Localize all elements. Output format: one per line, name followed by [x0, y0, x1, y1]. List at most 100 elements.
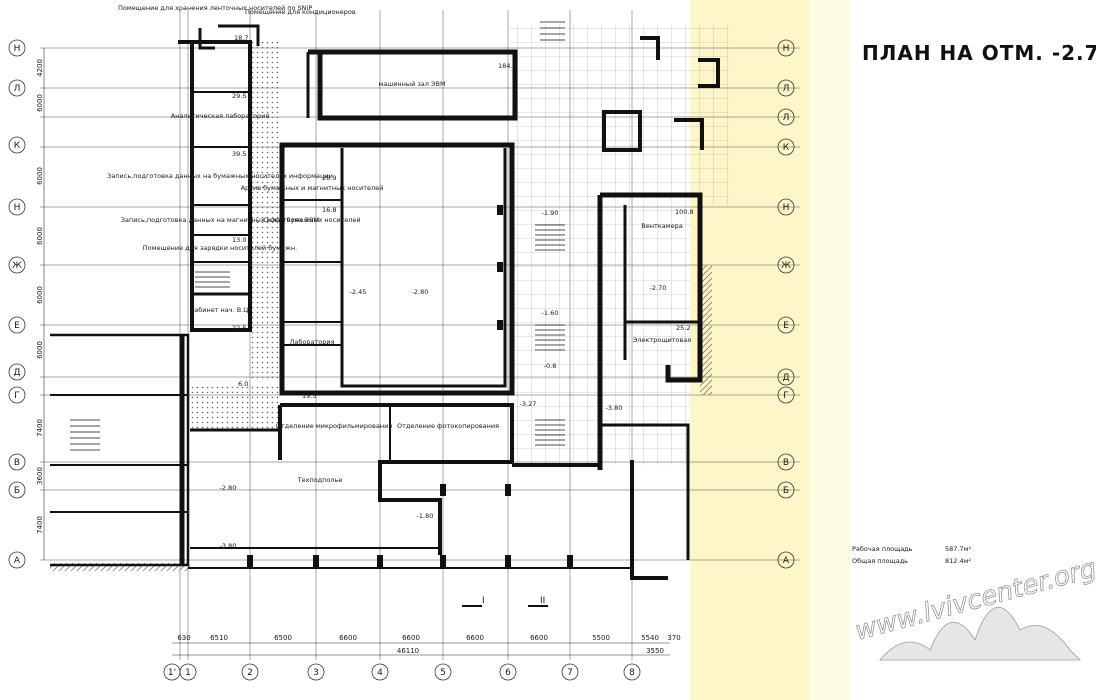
room-magnetic: Запись,подготовка данных на магнитных но…: [121, 216, 319, 224]
level-corr: -2.80: [220, 484, 237, 492]
col-label: 2: [247, 668, 253, 678]
row-label: В: [783, 458, 789, 468]
area-mark: 100.8: [675, 208, 694, 216]
room-data-prep: Запись,подготовка данных на бумажных нос…: [107, 172, 333, 180]
level-s2: -0.8: [544, 362, 557, 370]
row-label: К: [14, 141, 21, 151]
area-totals: Рабочая площадь 587.7м² Общая площадь 81…: [852, 545, 972, 565]
row-label: А: [783, 556, 790, 566]
row-label: Н: [783, 44, 790, 54]
room-labels: машинный зал ЭВМ Аналитическая лаборатор…: [107, 80, 691, 484]
row-axis-left: Н Л К Н Ж Е Д Г В Б А: [8, 39, 26, 569]
row-label: Б: [783, 486, 789, 496]
row-label: Л: [14, 84, 21, 94]
room-microfilm: Отделение микрофильмирования: [276, 422, 393, 430]
top-note-left: Помещение для хранения ленточных носител…: [118, 4, 312, 12]
row-label: Л: [783, 84, 790, 94]
paper-tint-2: [810, 0, 850, 700]
level-marks: -2.80 -2.45 -2.70 -2.80 -1.80 -3.80 -1.9…: [220, 209, 667, 550]
work-area-value: 587.7м²: [945, 545, 972, 553]
level-s4: -3.27: [520, 400, 537, 408]
col-dim: 6600: [339, 634, 357, 642]
area-mark: 18.7: [234, 34, 248, 42]
col-dim: 6500: [274, 634, 292, 642]
dotted-corridor: [250, 40, 280, 380]
total-area-value: 812.4м²: [945, 557, 972, 565]
dotted-lobby: [190, 385, 280, 430]
top-note-right: Помещение для кондиционеров: [245, 8, 356, 16]
dimension-chain: 630 6510 6500 6600 6600 6600 6600 5500 5…: [172, 634, 681, 656]
watermark: www.lvivcenter.org: [852, 553, 1096, 661]
col-dim: 6600: [402, 634, 420, 642]
walls: [50, 21, 720, 580]
total-dim-right: 3550: [646, 647, 664, 655]
section-label: II: [540, 596, 545, 606]
plan-title: ПЛАН НА ОТМ. -2.70: [862, 41, 1096, 65]
col-axis: 1' 1 2 3 4 5 6 7 8: [163, 663, 641, 681]
row-dim: 3600: [36, 467, 44, 485]
col-label: 5: [440, 668, 446, 678]
area-mark: 184.0: [498, 62, 517, 70]
row-label: Г: [783, 391, 789, 401]
level-vent: -2.70: [650, 284, 667, 292]
total-area-label: Общая площадь: [852, 557, 908, 565]
level-s3: -1.60: [542, 309, 559, 317]
row-label: В: [14, 458, 20, 468]
row-label: Н: [783, 203, 790, 213]
col-label: 1: [185, 668, 191, 678]
row-dimensions: 4200 6000 6000 6000 6000 6000 7400 3600 …: [36, 48, 45, 560]
room-storage-mag: Архив бумажных и магнитных носителей: [241, 184, 384, 192]
row-label: Е: [783, 321, 789, 331]
area-mark: 13.0: [232, 236, 246, 244]
level-ramp: -1.80: [417, 512, 434, 520]
col-label: 4: [377, 668, 383, 678]
row-axis-right: Н Л Л К Н Ж Е Д Г В Б А: [777, 39, 795, 569]
col-dim: 6600: [530, 634, 548, 642]
level-low: -3.80: [220, 542, 237, 550]
row-dim: 6000: [36, 286, 44, 304]
col-dim: 5540: [641, 634, 659, 642]
area-mark: 25.2: [676, 324, 690, 332]
earth-fill-2: [50, 563, 190, 571]
row-label: Н: [14, 203, 21, 213]
room-ventilation: Венткамера: [641, 222, 682, 230]
area-mark: 39.5: [232, 150, 246, 158]
row-label: Ж: [12, 261, 22, 271]
row-dim: 6000: [36, 167, 44, 185]
room-office: Кабинет нач. В.Ц.: [190, 306, 251, 314]
col-label: 6: [505, 668, 511, 678]
room-archive: Помещение для зарядки носителей бумажн.: [143, 244, 297, 252]
row-dim: 4200: [36, 59, 44, 77]
row-dim: 6000: [36, 341, 44, 359]
col-dim: 6600: [466, 634, 484, 642]
area-marks: 184.0 18.7 29.5 39.5 28.9 16.8 13.0 22.5…: [232, 34, 694, 400]
section-label: I: [482, 596, 485, 606]
room-storage: Склад бумажных носителей: [263, 216, 360, 224]
room-evm-hall: машинный зал ЭВМ: [378, 80, 445, 88]
row-label: А: [14, 556, 21, 566]
row-label: Е: [14, 321, 20, 331]
watermark-skyline-icon: [879, 607, 1081, 661]
columns: [247, 205, 573, 567]
room-photocopy: Отделение фотокопирования: [397, 422, 499, 430]
col-dim: 5500: [592, 634, 610, 642]
row-dim: 6000: [36, 94, 44, 112]
section-marks: I II: [462, 596, 548, 607]
row-label: Н: [14, 44, 21, 54]
room-analytic-lab: Аналитическая лаборатория: [171, 112, 270, 120]
col-label: 3: [313, 668, 319, 678]
area-mark: 22.5: [232, 324, 246, 332]
area-mark: 19.5: [302, 392, 316, 400]
col-label: 1': [168, 668, 176, 678]
row-label: Д: [782, 373, 789, 383]
room-lab: Лаборатория: [290, 338, 335, 346]
col-label: 8: [629, 668, 635, 678]
total-dim: 46110: [397, 647, 419, 655]
row-dim: 7400: [36, 419, 44, 437]
col-dim: 6510: [210, 634, 228, 642]
level-s5: -3.80: [606, 404, 623, 412]
area-mark: 6.0: [238, 380, 248, 388]
earth-fill: [700, 265, 712, 395]
row-dim: 6000: [36, 227, 44, 245]
work-area-label: Рабочая площадь: [852, 545, 913, 553]
